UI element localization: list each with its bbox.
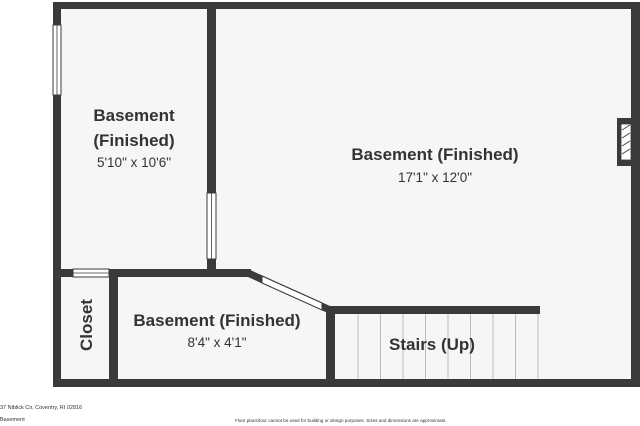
room-dims-main: 17'1" x 12'0" xyxy=(398,170,472,185)
outer-wall-bottom xyxy=(53,379,640,387)
outer-wall-right xyxy=(631,2,640,387)
room-label-left-line2: (Finished) xyxy=(93,131,174,150)
stairs-wall-top xyxy=(326,306,540,314)
closet-wall xyxy=(109,269,118,382)
outer-wall-top xyxy=(53,2,640,9)
floor-area xyxy=(57,5,635,382)
interior-wall-divider xyxy=(207,5,216,269)
disclaimer-text: Floor plans/tour cannot be used for buil… xyxy=(235,418,447,423)
room-label-main: Basement (Finished) xyxy=(351,145,518,164)
fireplace-icon xyxy=(617,118,635,166)
room-label-left-line1: Basement xyxy=(93,106,175,125)
diagonal-opening xyxy=(261,275,323,311)
room-dims-left: 5'10" x 10'6" xyxy=(97,155,171,170)
interior-wall-small-room xyxy=(326,306,335,382)
address-text: 37 Niblick Cir, Coventry, RI 02816 xyxy=(0,405,83,411)
window-left xyxy=(52,24,62,96)
room-label-closet: Closet xyxy=(77,299,96,351)
stairs-treads xyxy=(357,314,539,379)
interior-wall-mid-left xyxy=(57,269,73,277)
room-label-stairs: Stairs (Up) xyxy=(389,335,475,354)
doorway-opening xyxy=(206,192,217,260)
outer-wall-left xyxy=(53,2,61,387)
room-label-small: Basement (Finished) xyxy=(133,311,300,330)
closet-door-opening xyxy=(72,268,110,278)
interior-wall-mid xyxy=(109,269,251,277)
level-text: Basement xyxy=(0,417,25,423)
room-dims-small: 8'4" x 4'1" xyxy=(187,335,246,350)
